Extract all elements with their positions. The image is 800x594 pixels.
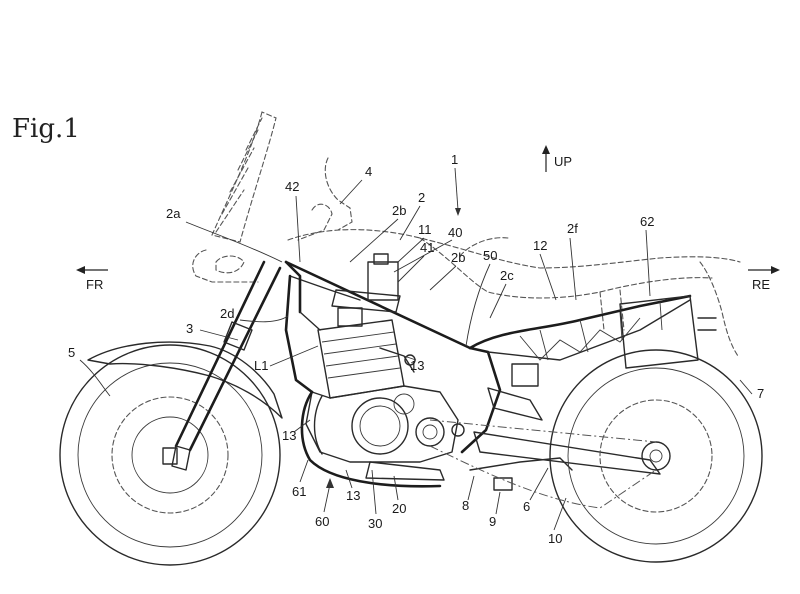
label-5: 5 bbox=[68, 345, 75, 360]
label-61: 61 bbox=[292, 484, 306, 499]
label-20: 20 bbox=[392, 501, 406, 516]
label-2d: 2d bbox=[220, 306, 234, 321]
label-42: 42 bbox=[285, 179, 299, 194]
label-4: 4 bbox=[365, 164, 372, 179]
rear-box bbox=[619, 295, 717, 369]
rear-wheel bbox=[549, 349, 763, 563]
label-13-lower: 13 bbox=[346, 488, 360, 503]
figure-title: Fig.1 bbox=[12, 114, 80, 144]
front-wheel bbox=[59, 344, 281, 566]
label-50: 50 bbox=[483, 248, 497, 263]
rear-direction-indicator: RE bbox=[748, 266, 780, 292]
label-10: 10 bbox=[548, 531, 562, 546]
leader-lines bbox=[79, 167, 753, 531]
label-62: 62 bbox=[640, 214, 654, 229]
label-2f: 2f bbox=[567, 221, 578, 236]
mirror-and-handlebar bbox=[192, 157, 353, 283]
label-30: 30 bbox=[368, 516, 382, 531]
label-12: 12 bbox=[533, 238, 547, 253]
label-3: 3 bbox=[186, 321, 193, 336]
upper-device bbox=[331, 253, 401, 327]
label-2c: 2c bbox=[500, 268, 514, 283]
windscreen bbox=[211, 111, 277, 243]
front-label: FR bbox=[86, 277, 103, 292]
up-label: UP bbox=[554, 154, 572, 169]
label-1: 1 bbox=[451, 152, 458, 167]
vehicle-frame bbox=[284, 260, 692, 454]
drive-chain bbox=[429, 419, 657, 509]
label-11: 11 bbox=[418, 222, 432, 237]
exhaust-system bbox=[300, 390, 442, 488]
front-direction-indicator: FR bbox=[76, 266, 108, 292]
label-2b-lower: 2b bbox=[451, 250, 465, 265]
label-2b-upper: 2b bbox=[392, 203, 406, 218]
front-fork bbox=[171, 260, 282, 471]
engine-unit bbox=[305, 319, 465, 481]
rear-label: RE bbox=[752, 277, 770, 292]
label-7: 7 bbox=[757, 386, 764, 401]
label-6: 6 bbox=[523, 499, 530, 514]
label-40: 40 bbox=[448, 225, 462, 240]
swing-arm bbox=[469, 363, 661, 491]
label-2a: 2a bbox=[166, 206, 181, 221]
label-9: 9 bbox=[489, 514, 496, 529]
label-41: 41 bbox=[420, 240, 434, 255]
label-13-left: 13 bbox=[282, 428, 296, 443]
label-2: 2 bbox=[418, 190, 425, 205]
up-direction-indicator: UP bbox=[542, 145, 572, 172]
label-60: 60 bbox=[315, 514, 329, 529]
label-L1: L1 bbox=[254, 358, 268, 373]
label-8: 8 bbox=[462, 498, 469, 513]
front-fender bbox=[87, 341, 283, 419]
reference-labels: 1 2 2a 2b 2b 2c 2d 2f 3 4 5 6 7 8 9 10 1… bbox=[68, 152, 764, 546]
label-13-upper: 13 bbox=[410, 358, 424, 373]
